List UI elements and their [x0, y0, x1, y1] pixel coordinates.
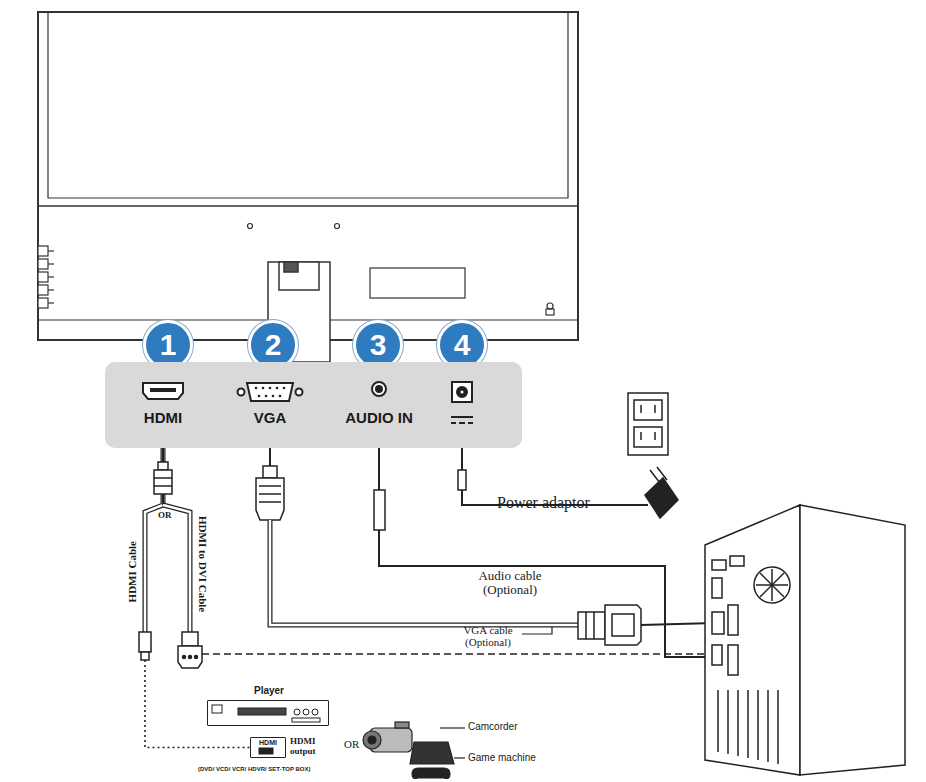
port-panel: HDMI VGAAUDIO IN — [105, 362, 522, 448]
port-label: AUDIO IN — [314, 410, 444, 427]
annotation-label: HDMI to DVI Cable — [197, 516, 209, 612]
annotation-label: Audio cable (Optional) — [450, 569, 570, 598]
device-label: Player — [208, 685, 330, 696]
callout-number-text: 3 — [356, 323, 400, 367]
annotation-label: HDMI output — [290, 737, 334, 757]
port-label: HDMI — [123, 410, 203, 427]
player-details — [212, 705, 320, 754]
computer-tower — [705, 505, 905, 775]
monitor-buttons — [38, 246, 54, 308]
annotation-label: OR — [158, 511, 172, 521]
callout-number-text: 4 — [440, 323, 484, 367]
port-icons — [143, 382, 473, 423]
annotation-label: Power adaptor — [497, 494, 590, 512]
cable-dotted — [145, 640, 250, 748]
camcorder-and-game-machine — [363, 722, 465, 779]
callout-number-text: 2 — [251, 323, 295, 367]
port-label: VGA — [230, 410, 310, 427]
annotation-label: Game machine — [468, 752, 536, 763]
power-adaptor — [458, 393, 678, 518]
annotation-label: OR — [344, 738, 359, 750]
port-label: HDMI — [251, 739, 285, 747]
hdmi-cable — [145, 448, 250, 748]
vga-cable — [256, 448, 715, 645]
edge-label: HDMI Cable — [126, 541, 138, 602]
annotation-label: (DVD/ VCD/ VCR/ HDVR/ SET-TOP BOX) — [198, 766, 310, 773]
callout-number-text: 1 — [146, 323, 190, 367]
hdmi-plugs — [139, 448, 720, 668]
annotation-label: VGA cable (Optional) — [452, 624, 524, 648]
annotation-label: Camcorder — [468, 721, 517, 732]
audio-cable — [374, 448, 712, 657]
